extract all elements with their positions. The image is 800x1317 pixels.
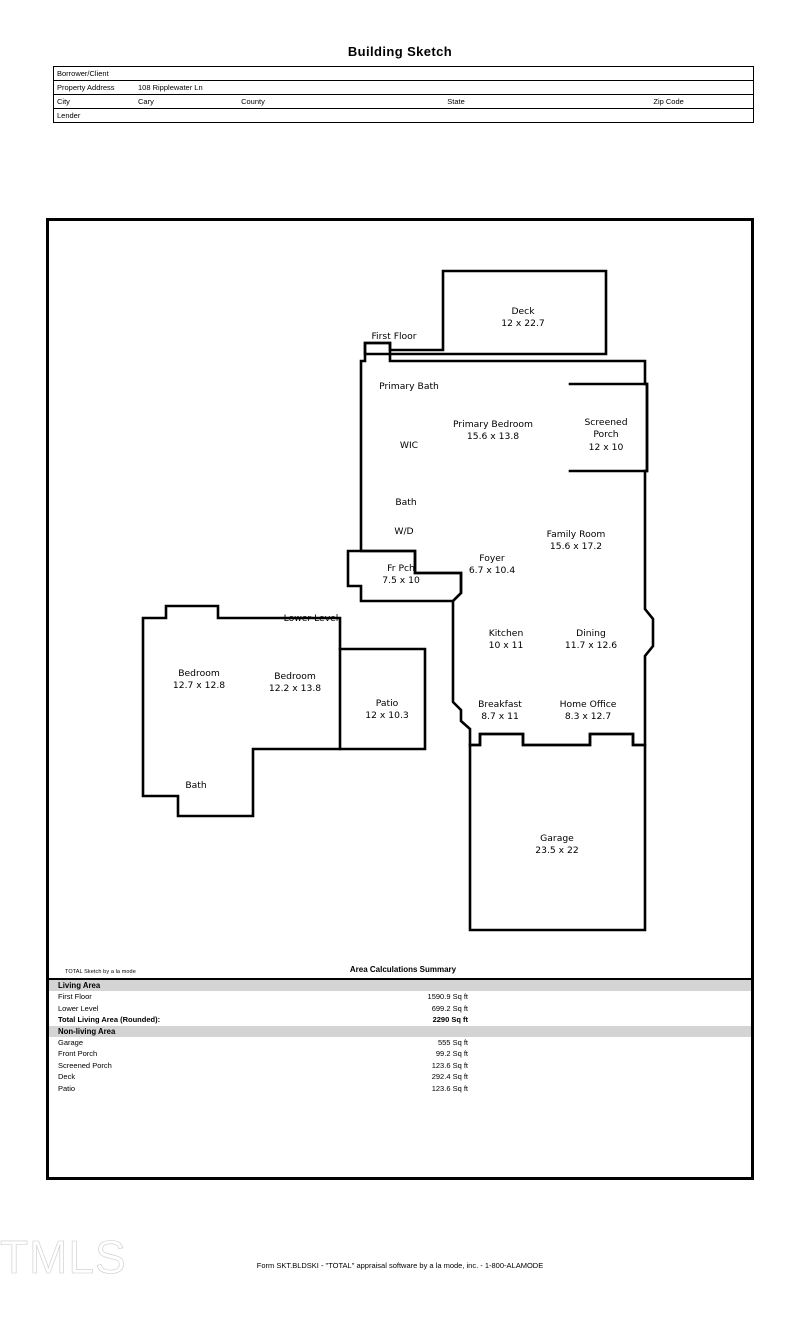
front-porch-outline xyxy=(346,549,463,603)
room-label-dining: Dining xyxy=(576,628,606,639)
table-row: Garage 555 Sq ft xyxy=(49,1037,751,1048)
table-row-city: City Cary County State Zip Code xyxy=(53,94,754,109)
room-dims-primary-bedroom: 15.6 x 13.8 xyxy=(467,431,519,442)
level-label-first-floor: First Floor xyxy=(371,331,416,342)
tmls-watermark: TMLS xyxy=(0,1231,127,1284)
room-label-home-office: Home Office xyxy=(560,699,617,710)
sketch-frame: First Floor Lower Level Deck 12 x 22.7 P… xyxy=(46,218,754,1180)
footer-note: Form SKT.BLDSKI - "TOTAL" appraisal soft… xyxy=(256,1261,544,1270)
state-value[interactable] xyxy=(547,94,651,109)
room-label-screened-porch2: Porch xyxy=(593,429,618,440)
section-header-non-living-area: Non-living Area xyxy=(49,1025,751,1038)
room-dims-front-porch: 7.5 x 10 xyxy=(382,575,420,586)
room-dims-garage: 23.5 x 22 xyxy=(535,845,578,856)
room-label-bath-lower: Bath xyxy=(185,780,207,791)
room-label-wd: W/D xyxy=(394,526,413,537)
room-dims-patio: 12 x 10.3 xyxy=(365,710,409,721)
lower-level-outline xyxy=(141,604,342,818)
area-row-value: 123.6 Sq ft xyxy=(431,1083,468,1093)
table-row: Deck 292.4 Sq ft xyxy=(49,1071,751,1082)
area-row-name: First Floor xyxy=(58,992,92,1002)
state-label: State xyxy=(444,94,548,109)
sketch-credit: TOTAL Sketch by a la mode xyxy=(65,969,136,975)
room-label-bath-first: Bath xyxy=(395,497,417,508)
section-title: Non-living Area xyxy=(49,1025,358,1038)
room-label-garage: Garage xyxy=(540,833,574,844)
room-label-wic: WIC xyxy=(400,440,418,451)
area-row-name: Patio xyxy=(58,1083,76,1093)
room-dims-foyer: 6.7 x 10.4 xyxy=(469,565,516,576)
area-row-value: 1590.9 Sq ft xyxy=(427,992,468,1002)
area-row-name: Screened Porch xyxy=(58,1060,112,1070)
patio-outline xyxy=(338,647,427,751)
room-label-screened-porch: Screened xyxy=(584,417,627,428)
area-row-value: 123.6 Sq ft xyxy=(431,1060,468,1070)
borrower-label: Borrower/Client xyxy=(53,66,135,81)
room-label-primary-bedroom: Primary Bedroom xyxy=(453,419,533,430)
area-calculations-table: Living Area First Floor 1590.9 Sq ft Low… xyxy=(49,978,751,1094)
table-row-borrower: Borrower/Client xyxy=(53,66,754,81)
room-dims-home-office: 8.3 x 12.7 xyxy=(565,711,612,722)
area-row-value: 699.2 Sq ft xyxy=(431,1003,468,1013)
floor-plan-drawing: First Floor Lower Level Deck 12 x 22.7 P… xyxy=(141,269,655,932)
table-row: Screened Porch 123.6 Sq ft xyxy=(49,1060,751,1071)
county-label: County xyxy=(238,94,342,109)
table-row: First Floor 1590.9 Sq ft xyxy=(49,991,751,1002)
room-dims-family-room: 15.6 x 17.2 xyxy=(550,541,602,552)
lender-label: Lender xyxy=(53,108,135,123)
table-row-property-address: Property Address 108 Ripplewater Ln xyxy=(53,80,754,95)
room-label-breakfast: Breakfast xyxy=(478,699,522,710)
area-row-value: 555 Sq ft xyxy=(437,1038,468,1048)
room-label-patio: Patio xyxy=(376,698,399,709)
room-label-front-porch: Fr Pch xyxy=(387,563,415,574)
room-dims-bedroom-1: 12.7 x 12.8 xyxy=(173,680,225,691)
room-label-kitchen: Kitchen xyxy=(489,628,524,639)
page-title: Building Sketch xyxy=(347,44,453,59)
section-spacer-rest xyxy=(468,979,751,992)
room-dims-breakfast: 8.7 x 11 xyxy=(481,711,519,722)
room-label-bedroom-2: Bedroom xyxy=(274,671,316,682)
room-label-primary-bath: Primary Bath xyxy=(379,381,439,392)
room-dims-screened-porch: 12 x 10 xyxy=(589,442,624,453)
property-address-value[interactable]: 108 Ripplewater Ln xyxy=(135,80,754,95)
area-row-name: Lower Level xyxy=(58,1003,99,1013)
area-row-name: Garage xyxy=(58,1038,84,1048)
room-dims-deck: 12 x 22.7 xyxy=(501,318,545,329)
property-info-table: Borrower/Client Property Address 108 Rip… xyxy=(53,66,754,123)
city-value[interactable]: Cary xyxy=(135,94,239,109)
section-title: Living Area xyxy=(49,979,358,992)
table-row-total-living-area: Total Living Area (Rounded): 2290 Sq ft xyxy=(49,1014,751,1025)
lender-value[interactable] xyxy=(135,108,754,123)
room-label-family-room: Family Room xyxy=(547,529,606,540)
garage-outline xyxy=(468,732,647,932)
area-row-value: 99.2 Sq ft xyxy=(435,1049,468,1059)
area-row-name: Front Porch xyxy=(58,1049,98,1059)
first-floor-outline xyxy=(359,341,655,747)
level-label-lower-level: Lower Level xyxy=(284,613,339,624)
borrower-value[interactable] xyxy=(135,66,754,81)
area-row-name: Deck xyxy=(58,1072,76,1082)
table-row-lender: Lender xyxy=(53,108,754,123)
table-row: Patio 123.6 Sq ft xyxy=(49,1083,751,1094)
room-dims-bedroom-2: 12.2 x 13.8 xyxy=(269,683,321,694)
city-label: City xyxy=(53,94,135,109)
room-label-foyer: Foyer xyxy=(479,553,505,564)
property-address-label: Property Address xyxy=(53,80,135,95)
area-row-value: 292.4 Sq ft xyxy=(431,1072,468,1082)
area-calculations-heading: Area Calculations Summary xyxy=(349,965,457,974)
section-header-living-area: Living Area xyxy=(49,979,751,992)
room-label-deck: Deck xyxy=(511,306,535,317)
section-spacer-value xyxy=(358,979,468,992)
room-dims-kitchen: 10 x 11 xyxy=(489,640,524,651)
room-label-bedroom-1: Bedroom xyxy=(178,668,220,679)
room-dims-dining: 11.7 x 12.6 xyxy=(565,640,617,651)
county-value[interactable] xyxy=(341,94,445,109)
area-row-value: 2290 Sq ft xyxy=(432,1015,468,1025)
area-row-name: Total Living Area (Rounded): xyxy=(58,1015,161,1025)
table-row: Lower Level 699.2 Sq ft xyxy=(49,1003,751,1014)
table-row: Front Porch 99.2 Sq ft xyxy=(49,1048,751,1059)
zip-code-label: Zip Code xyxy=(650,94,754,109)
